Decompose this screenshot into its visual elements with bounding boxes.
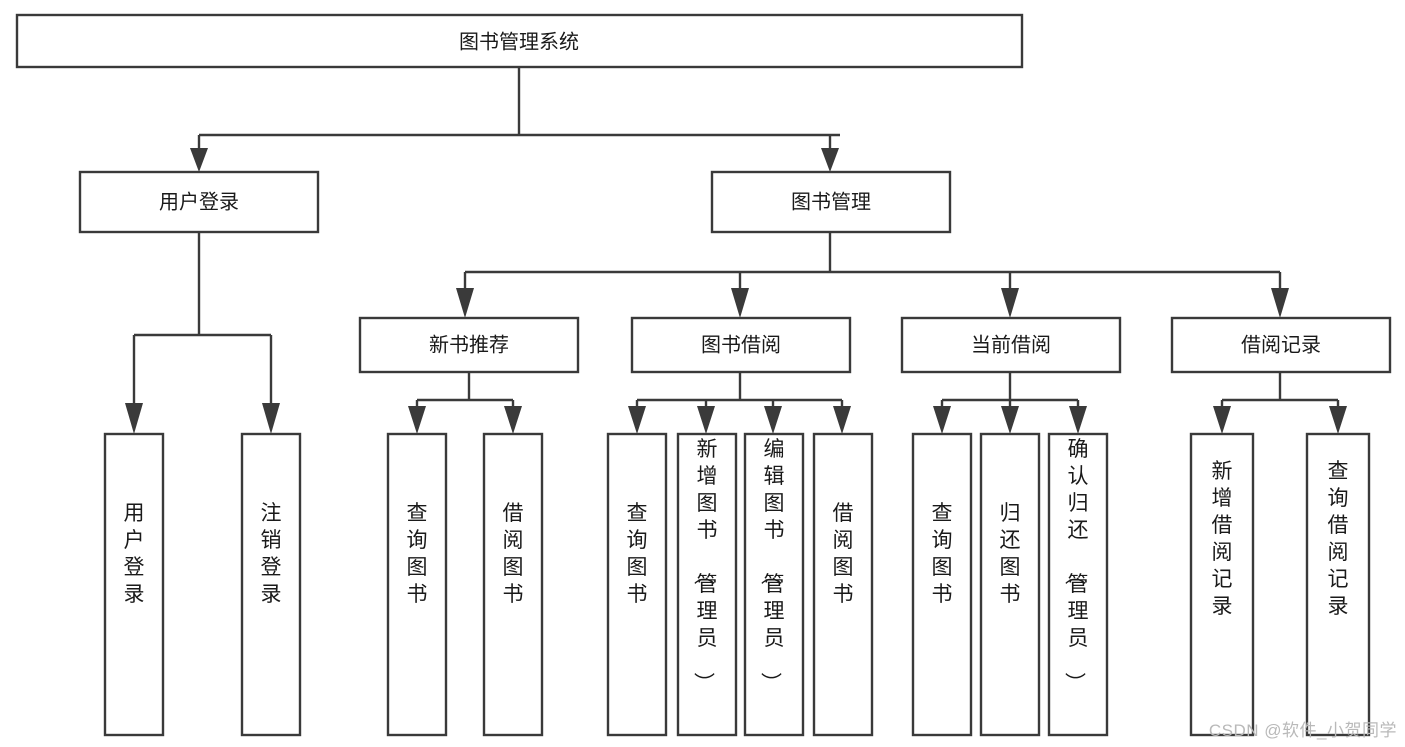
node-user-login-label: 用户登录 xyxy=(159,190,239,213)
node-leaf-user-login-box[interactable] xyxy=(103,432,165,737)
arrow-head-icon xyxy=(456,288,474,318)
arrow-head-icon xyxy=(408,406,426,434)
node-leaf-user-login-label: 用户登录 xyxy=(124,502,145,606)
arrow-head-icon xyxy=(1213,406,1231,434)
node-book-borrow-box[interactable] xyxy=(630,316,852,374)
arrow-head-icon xyxy=(821,148,839,172)
connector-layer xyxy=(125,67,1347,434)
arrow-head-icon xyxy=(1001,406,1019,434)
node-leaf-logout-box[interactable] xyxy=(240,432,302,737)
node-leaf-borrow-book-1-label: 借阅图书 xyxy=(503,502,524,606)
node-leaf-return-book-label: 归还图书 xyxy=(1000,502,1021,606)
node-leaf-user-login[interactable]: 用户登录 xyxy=(103,432,165,737)
arrow-head-icon xyxy=(262,403,280,434)
node-leaf-logout[interactable]: 注销登录 xyxy=(240,432,302,737)
node-root-box[interactable] xyxy=(15,13,1024,69)
node-leaf-add-book-box[interactable] xyxy=(676,432,738,737)
node-leaf-return-book[interactable]: 归还图书 xyxy=(979,432,1041,737)
arrow-head-icon xyxy=(190,148,208,172)
node-root[interactable]: 图书管理系统 xyxy=(15,13,1024,69)
node-root-label: 图书管理系统 xyxy=(459,30,579,53)
node-leaf-borrow-book-1[interactable]: 借阅图书 xyxy=(482,432,544,737)
node-leaf-add-record-label: 新增借阅记录 xyxy=(1212,460,1233,618)
arrow-head-icon xyxy=(1329,406,1347,434)
node-leaf-confirm-return-label: 确认归还（管理员） xyxy=(1063,438,1089,693)
node-new-book-rec-label: 新书推荐 xyxy=(429,333,509,356)
node-leaf-add-record[interactable]: 新增借阅记录 xyxy=(1189,432,1255,737)
node-leaf-query-record-label: 查询借阅记录 xyxy=(1328,460,1349,618)
node-leaf-query-book-3-label: 查询图书 xyxy=(932,502,953,606)
arrow-head-icon xyxy=(504,406,522,434)
node-leaf-edit-book-label: 编辑图书（管理员） xyxy=(759,438,785,693)
node-leaf-borrow-book-2[interactable]: 借阅图书 xyxy=(812,432,874,737)
arrow-head-icon xyxy=(1069,406,1087,434)
node-current-borrow-label: 当前借阅 xyxy=(971,333,1051,356)
node-leaf-confirm-return-box[interactable] xyxy=(1047,432,1109,737)
arrow-head-icon xyxy=(833,406,851,434)
node-borrow-record[interactable]: 借阅记录 xyxy=(1170,316,1392,374)
node-leaf-query-book-2-label: 查询图书 xyxy=(627,502,648,606)
node-book-manage-label: 图书管理 xyxy=(791,190,871,213)
node-current-borrow-box[interactable] xyxy=(900,316,1122,374)
node-leaf-borrow-book-2-label: 借阅图书 xyxy=(833,502,854,606)
node-book-manage[interactable]: 图书管理 xyxy=(710,170,952,234)
node-new-book-rec-box[interactable] xyxy=(358,316,580,374)
node-new-book-rec[interactable]: 新书推荐 xyxy=(358,316,580,374)
arrow-head-icon xyxy=(1001,288,1019,318)
node-user-login-box[interactable] xyxy=(78,170,320,234)
node-book-manage-box[interactable] xyxy=(710,170,952,234)
node-leaf-add-book[interactable]: 新增图书（管理员） xyxy=(676,432,738,737)
node-leaf-borrow-book-1-box[interactable] xyxy=(482,432,544,737)
node-leaf-borrow-book-2-box[interactable] xyxy=(812,432,874,737)
arrow-head-icon xyxy=(697,406,715,434)
node-borrow-record-label: 借阅记录 xyxy=(1241,333,1321,356)
node-leaf-query-book-3[interactable]: 查询图书 xyxy=(911,432,973,737)
node-leaf-query-book-2-box[interactable] xyxy=(606,432,668,737)
node-leaf-query-record[interactable]: 查询借阅记录 xyxy=(1305,432,1371,737)
node-leaf-edit-book[interactable]: 编辑图书（管理员） xyxy=(743,432,805,737)
node-leaf-query-book-1-box[interactable] xyxy=(386,432,448,737)
node-book-borrow-label: 图书借阅 xyxy=(701,333,781,356)
node-leaf-query-book-2[interactable]: 查询图书 xyxy=(606,432,668,737)
node-leaf-query-book-1[interactable]: 查询图书 xyxy=(386,432,448,737)
arrow-head-icon xyxy=(125,403,143,434)
arrow-head-icon xyxy=(731,288,749,318)
node-leaf-query-record-box[interactable] xyxy=(1305,432,1371,737)
node-book-borrow[interactable]: 图书借阅 xyxy=(630,316,852,374)
node-leaf-add-book-label: 新增图书（管理员） xyxy=(692,438,718,693)
arrow-head-icon xyxy=(933,406,951,434)
arrow-head-icon xyxy=(628,406,646,434)
node-leaf-confirm-return[interactable]: 确认归还（管理员） xyxy=(1047,432,1109,737)
arrow-head-icon xyxy=(764,406,782,434)
node-leaf-query-book-3-box[interactable] xyxy=(911,432,973,737)
node-user-login[interactable]: 用户登录 xyxy=(78,170,320,234)
arrow-head-icon xyxy=(1271,288,1289,318)
node-borrow-record-box[interactable] xyxy=(1170,316,1392,374)
node-leaf-add-record-box[interactable] xyxy=(1189,432,1255,737)
node-leaf-logout-label: 注销登录 xyxy=(261,502,282,606)
node-current-borrow[interactable]: 当前借阅 xyxy=(900,316,1122,374)
node-leaf-return-book-box[interactable] xyxy=(979,432,1041,737)
node-leaf-edit-book-box[interactable] xyxy=(743,432,805,737)
node-leaf-query-book-1-label: 查询图书 xyxy=(407,502,428,606)
